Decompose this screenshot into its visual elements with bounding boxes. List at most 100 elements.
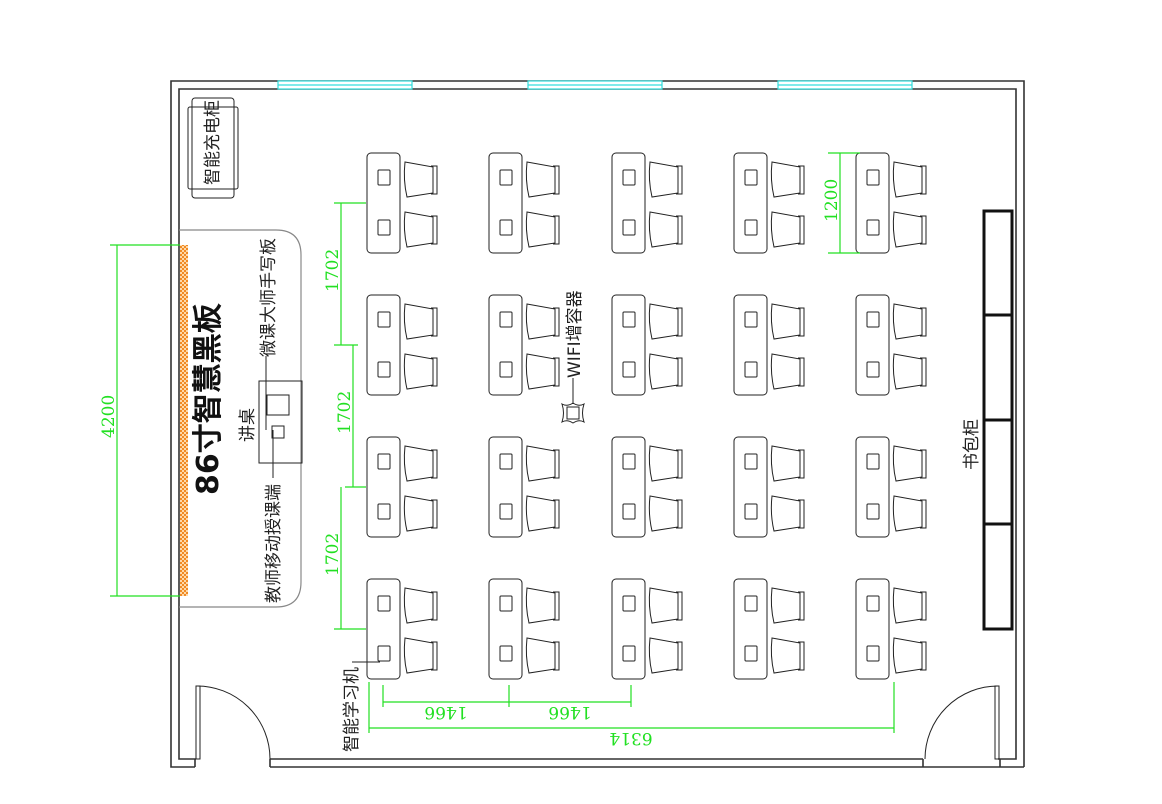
blackboard-label: 86寸智慧黑板 (191, 303, 226, 495)
desk-1-1 (366, 152, 438, 254)
wifi-extender: WIFI增容器 (561, 290, 585, 424)
door-left (195, 685, 271, 760)
desk-2-3 (611, 294, 683, 396)
chair (525, 495, 560, 532)
chair (525, 303, 560, 340)
chair (403, 587, 438, 624)
windows (277, 80, 913, 90)
desk-grid (366, 152, 927, 680)
chair (525, 353, 560, 390)
chair (892, 161, 927, 198)
chair (892, 495, 927, 532)
desk-4-3 (611, 578, 683, 680)
learning-machine (622, 311, 636, 328)
desk-1-2 (488, 152, 560, 254)
charging-cabinet-label: 智能充电柜 (203, 100, 223, 185)
chair (770, 445, 805, 482)
learning-machine (744, 453, 758, 470)
learning-machine (866, 595, 880, 612)
desk-4-2 (488, 578, 560, 680)
chair (525, 161, 560, 198)
learning-machine (744, 361, 758, 378)
learning-machine-label: 智能学习机 (342, 667, 362, 752)
desk-1-5 (855, 152, 927, 254)
chair (892, 303, 927, 340)
chair (892, 445, 927, 482)
dim-row-spacing-3: 1702 (323, 533, 343, 576)
desk-2-1 (366, 294, 438, 396)
learning-machine (622, 645, 636, 662)
learning-machine (744, 645, 758, 662)
learning-machine (622, 219, 636, 236)
podium (258, 380, 303, 464)
chair (403, 445, 438, 482)
learning-machine (744, 311, 758, 328)
bag-cabinet: 书包柜 (962, 209, 1014, 631)
podium-label: 讲桌 (238, 408, 258, 442)
learning-machine (499, 595, 513, 612)
learning-machine (744, 503, 758, 520)
chair (525, 587, 560, 624)
learning-machine (866, 169, 880, 186)
learning-machine (866, 453, 880, 470)
chair (770, 637, 805, 674)
learning-machine (377, 453, 391, 470)
learning-machine (866, 311, 880, 328)
chair (648, 211, 683, 248)
desk-2-5 (855, 294, 927, 396)
chair (525, 637, 560, 674)
dim-col-spacing-2: 1466 (548, 702, 591, 722)
learning-machine (377, 311, 391, 328)
dim-total-width: 6314 (609, 728, 652, 748)
learning-machine (499, 453, 513, 470)
chair (403, 303, 438, 340)
learning-machine (377, 169, 391, 186)
chair (770, 495, 805, 532)
mobile-teaching-label: 教师移动授课端 (264, 484, 284, 603)
wifi-label: WIFI增容器 (565, 290, 585, 378)
learning-machine (499, 219, 513, 236)
learning-machine (866, 361, 880, 378)
chair (648, 495, 683, 532)
learning-machine (377, 595, 391, 612)
desk-4-4 (733, 578, 805, 680)
chair (403, 495, 438, 532)
desk-1-3 (611, 152, 683, 254)
charging-cabinet: 智能充电柜 (187, 97, 239, 199)
desk-3-1 (366, 436, 438, 538)
chair (648, 161, 683, 198)
handwriting-board-label: 微课大师手写板 (259, 238, 279, 357)
chair (648, 303, 683, 340)
dim-row-spacing-2: 1702 (335, 391, 355, 434)
chair (648, 353, 683, 390)
chair (892, 353, 927, 390)
learning-machine (377, 219, 391, 236)
chair (892, 587, 927, 624)
learning-machine (622, 453, 636, 470)
chair (403, 211, 438, 248)
chair (403, 161, 438, 198)
learning-machine (499, 311, 513, 328)
learning-machine (499, 361, 513, 378)
chair (770, 303, 805, 340)
desk-3-3 (611, 436, 683, 538)
chair (770, 587, 805, 624)
desk-4-5 (855, 578, 927, 680)
chair (403, 637, 438, 674)
dimensions: 1702 1702 1702 1200 4200 1466 1466 6314 (99, 152, 895, 748)
dim-row-spacing-1: 1702 (323, 249, 343, 292)
desk-3-2 (488, 436, 560, 538)
smart-blackboard (180, 245, 188, 596)
walls (170, 80, 1025, 768)
chair (648, 587, 683, 624)
chair (525, 445, 560, 482)
learning-machine (499, 645, 513, 662)
learning-machine (622, 595, 636, 612)
blackboard-zone: 86寸智慧黑板 讲桌 微课大师手写板 教师移动授课端 (179, 229, 303, 608)
chair (892, 211, 927, 248)
learning-machine (744, 219, 758, 236)
desk-3-5 (855, 436, 927, 538)
chair (648, 637, 683, 674)
chair (648, 445, 683, 482)
